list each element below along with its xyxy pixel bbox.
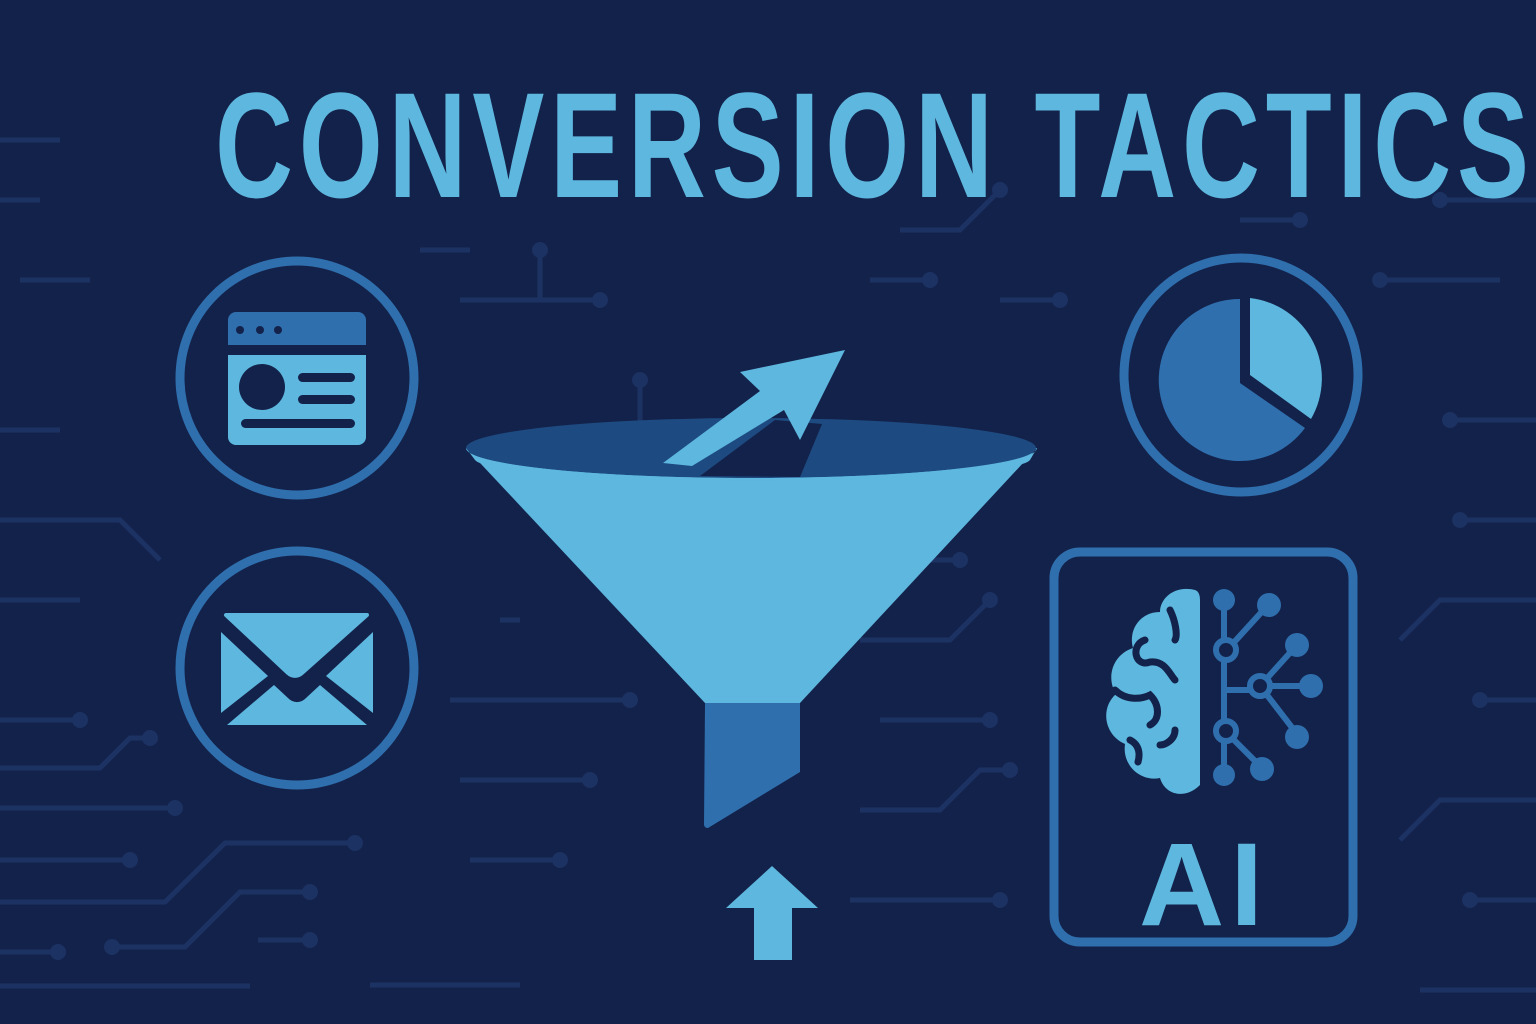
trend-up-arrow-icon	[663, 350, 845, 466]
email-icon	[175, 546, 419, 790]
landing-page-icon	[175, 256, 419, 500]
ai-brain-icon	[1049, 547, 1358, 947]
up-arrow-icon	[726, 866, 818, 960]
page-title: CONVERSION TACTICS	[215, 61, 1535, 229]
funnel-icon	[466, 350, 1037, 960]
pie-chart-icon	[1119, 253, 1363, 497]
ai-label: AI	[1139, 819, 1269, 951]
